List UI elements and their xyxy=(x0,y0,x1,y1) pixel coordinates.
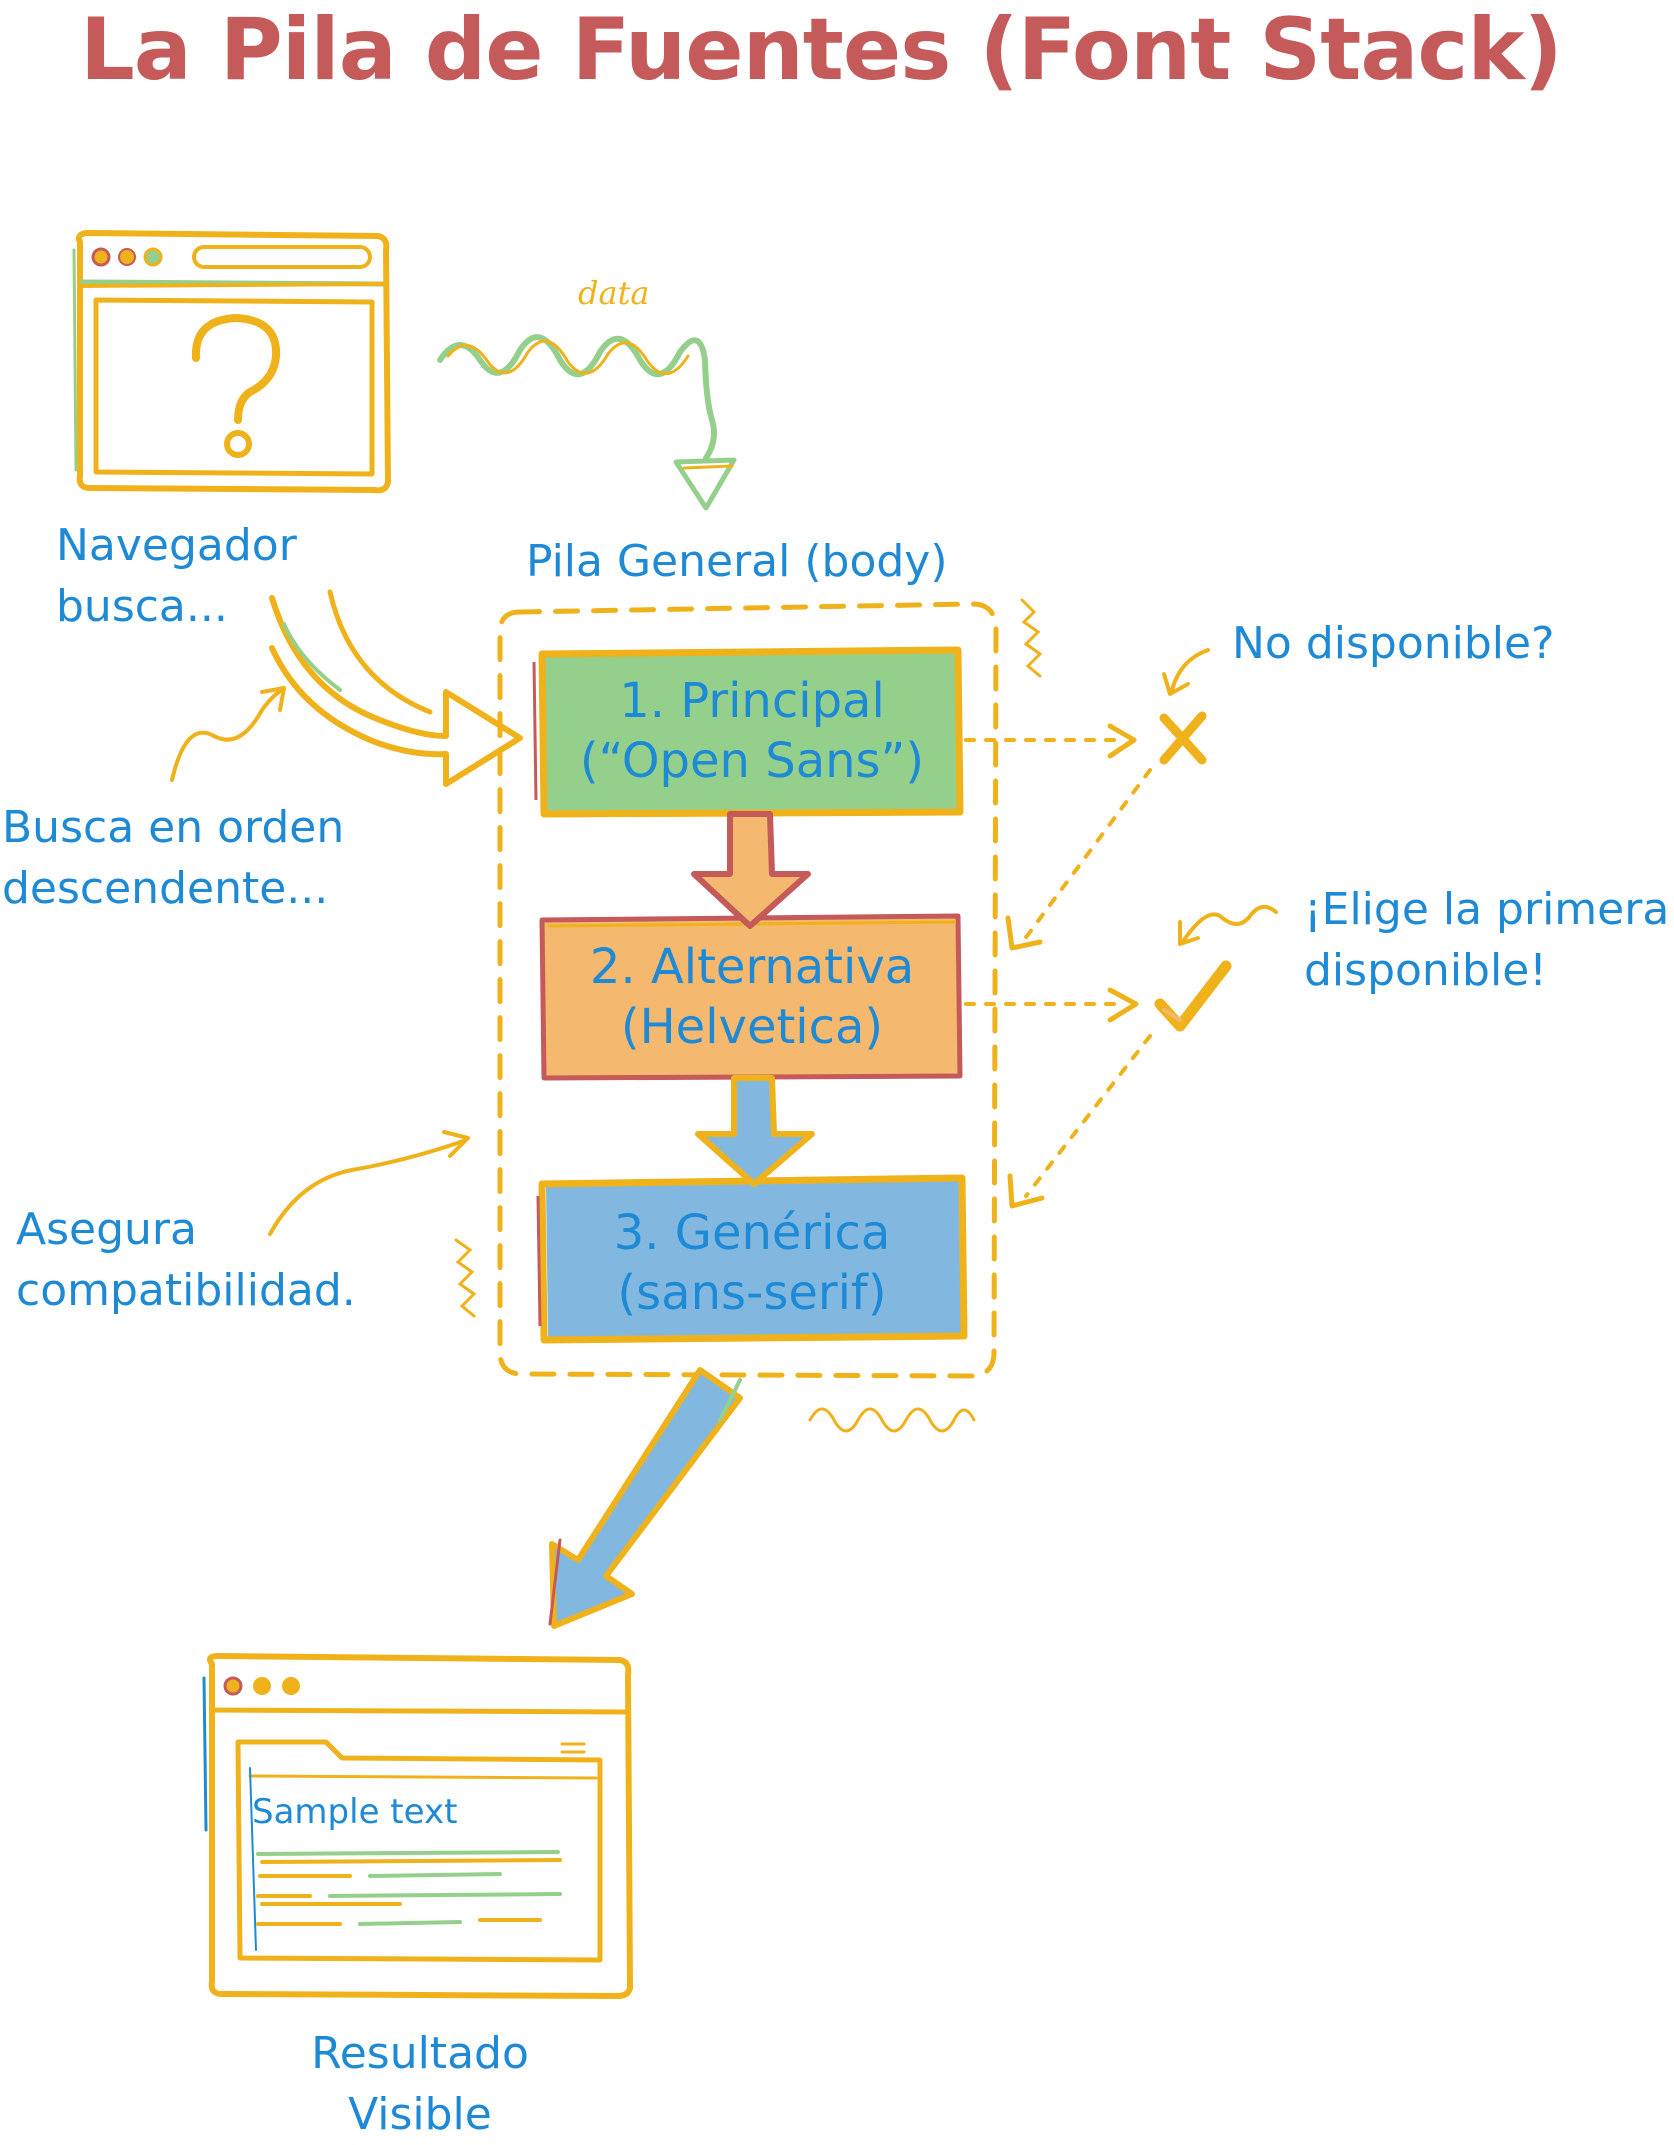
order-annotation-line1: Busca en orden xyxy=(2,802,345,853)
cross-icon xyxy=(1159,711,1207,765)
browser-window-top xyxy=(72,230,391,494)
sample-text: Sample text xyxy=(252,1792,458,1832)
choose-annotation-line1: ¡Elige la primera xyxy=(1304,884,1670,935)
browser-window-result xyxy=(202,1653,633,1999)
choose-annotation-line2: disponible! xyxy=(1304,944,1547,996)
stack-box-generic xyxy=(536,1174,968,1344)
order-annotation: Busca en orden descendente... xyxy=(2,798,344,919)
dotted-arrows xyxy=(964,723,1152,1209)
compat-annotation-line2: compatibilidad. xyxy=(16,1264,356,1316)
compat-annotation-line1: Asegura xyxy=(16,1204,197,1255)
stack-item-fallback-text: 2. Alternativa (Helvetica) xyxy=(560,938,944,1057)
stack-container xyxy=(454,598,1043,1433)
stack-item-primary-text: 1. Principal (“Open Sans”) xyxy=(560,672,944,791)
order-annotation-line2: descendente... xyxy=(2,862,329,914)
page-title: La Pila de Fuentes (Font Stack) xyxy=(80,0,1563,100)
text-lines xyxy=(256,1850,562,1926)
arrow-primary-to-fallback xyxy=(691,811,811,929)
stack-item-generic-text: 3. Genérica (sans-serif) xyxy=(560,1204,944,1323)
stack-item-fallback-line1: 2. Alternativa xyxy=(589,939,915,995)
stack-box-fallback xyxy=(539,913,963,1081)
browser-label: Navegador busca... xyxy=(56,516,297,637)
stack-to-result-arrow xyxy=(548,1367,743,1629)
browser-to-stack-arrow xyxy=(269,589,523,787)
stack-item-primary-line2: (“Open Sans”) xyxy=(579,732,925,789)
data-label: data xyxy=(578,274,650,312)
stack-item-generic-line1: 3. Genérica xyxy=(613,1205,891,1261)
menu-icon xyxy=(560,1742,586,1762)
check-icon xyxy=(1154,960,1232,1032)
result-label: Resultado Visible xyxy=(300,2024,540,2145)
question-icon xyxy=(191,314,281,458)
choose-annotation: ¡Elige la primera disponible! xyxy=(1304,880,1669,1001)
arrow-fallback-to-generic xyxy=(695,1075,815,1187)
data-squiggle-arrow xyxy=(437,334,737,511)
browser-label-line1: Navegador xyxy=(56,520,297,571)
browser-label-line2: busca... xyxy=(56,580,228,632)
result-label-line1: Resultado xyxy=(311,2028,529,2079)
unavailable-annotation: No disponible? xyxy=(1232,618,1555,669)
stack-item-generic-line2: (sans-serif) xyxy=(617,1264,887,1321)
stack-item-primary-line1: 1. Principal xyxy=(619,673,885,729)
result-label-line2: Visible xyxy=(348,2088,492,2140)
compat-annotation: Asegura compatibilidad. xyxy=(16,1200,356,1321)
stack-item-fallback-line2: (Helvetica) xyxy=(620,998,884,1055)
annotation-pointers xyxy=(170,648,1278,1236)
stack-label: Pila General (body) xyxy=(526,536,948,587)
stack-box-primary xyxy=(532,646,964,818)
